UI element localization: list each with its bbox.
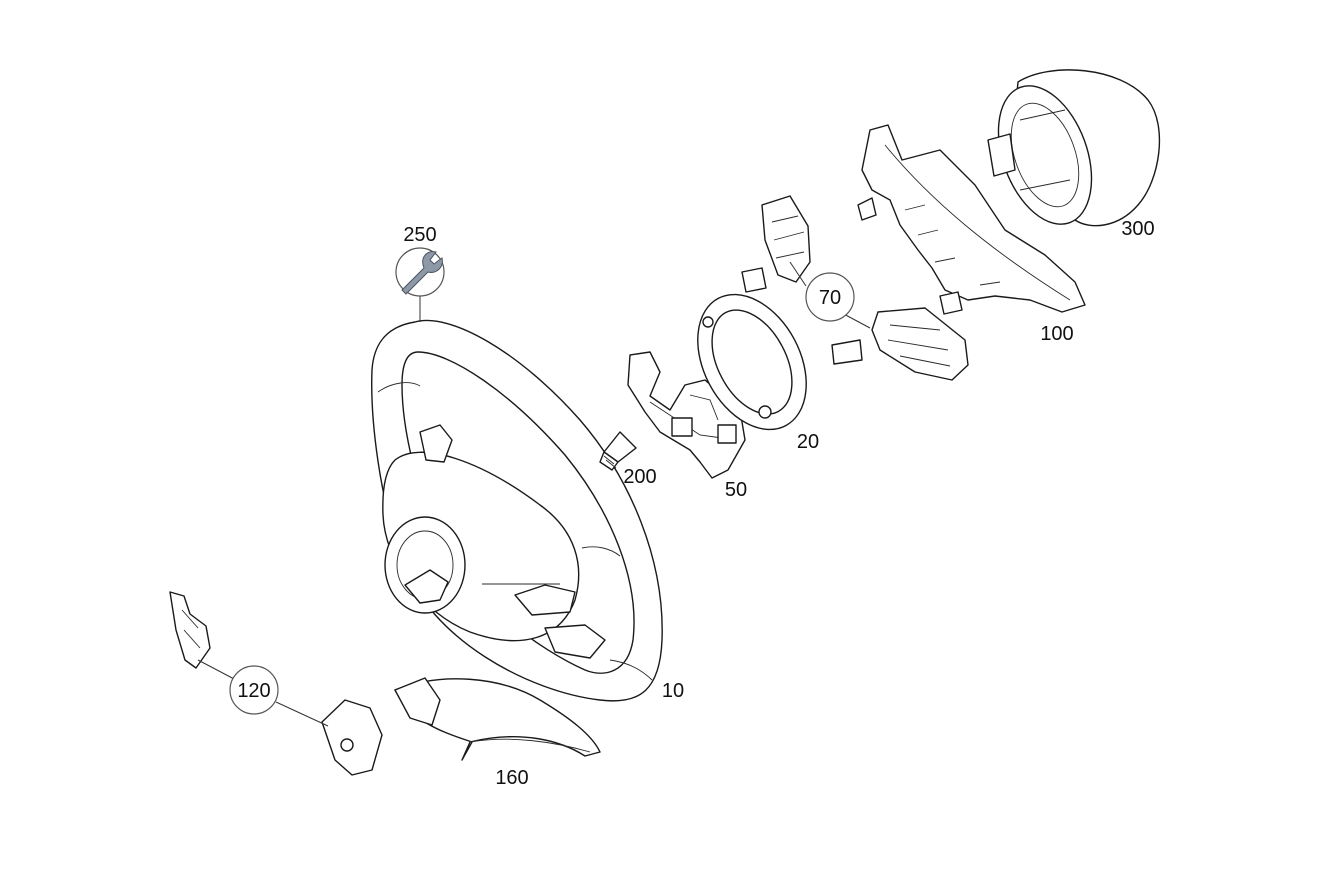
wrench-icon [401, 251, 443, 295]
part-50-bracket[interactable] [627, 351, 746, 479]
part-120-paddle-lower[interactable] [321, 699, 383, 776]
label-100: 100 [1040, 323, 1073, 345]
label-200: 200 [623, 466, 656, 488]
part-200-screw[interactable] [599, 431, 637, 471]
leader-120-lower [275, 701, 329, 727]
leader-120-upper [197, 659, 237, 681]
label-300: 300 [1121, 218, 1154, 240]
part-160-lower-trim[interactable] [394, 677, 601, 761]
part-120-paddle-upper[interactable] [169, 591, 211, 669]
label-20: 20 [797, 431, 819, 453]
part-300-airbag[interactable] [981, 69, 1161, 237]
part-70-switch-upper[interactable] [741, 195, 811, 293]
part-100-trim-cover[interactable] [857, 124, 1086, 315]
part-20-ring[interactable] [676, 276, 828, 448]
label-70: 70 [819, 287, 841, 309]
bubble-120[interactable] [229, 665, 279, 715]
part-70-switch-lower[interactable] [831, 307, 969, 381]
leader-70-upper [789, 261, 807, 287]
label-50: 50 [725, 479, 747, 501]
label-120: 120 [237, 680, 270, 702]
label-10: 10 [662, 680, 684, 702]
label-250: 250 [403, 224, 436, 246]
bubble-70[interactable] [805, 272, 855, 322]
part-10-steering-wheel[interactable] [371, 319, 663, 702]
label-160: 160 [495, 767, 528, 789]
